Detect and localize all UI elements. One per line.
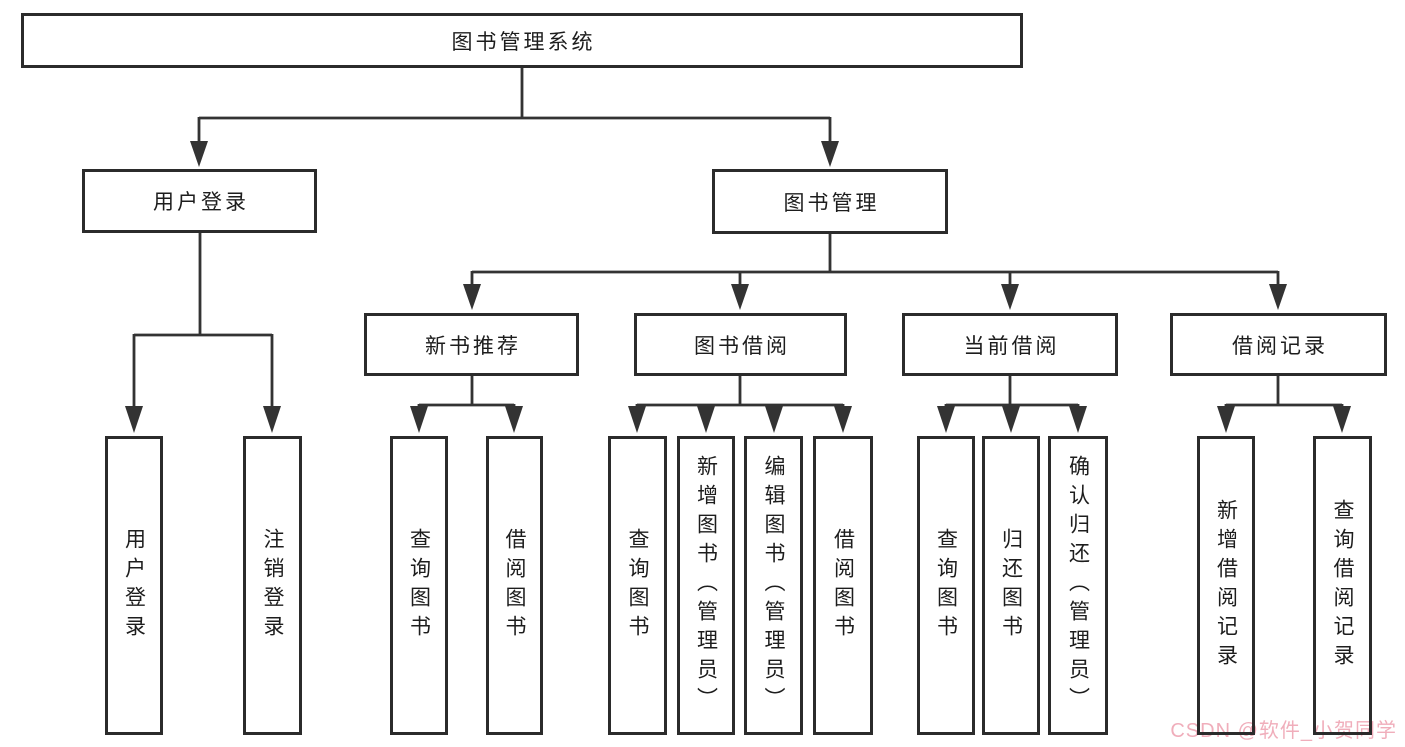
node-book-borrowing: 图书借阅 bbox=[634, 313, 847, 376]
leaf-add-borrow-record: 新增借阅记录 bbox=[1197, 436, 1255, 735]
node-label: 借阅记录 bbox=[1232, 334, 1328, 358]
node-borrowing-records: 借阅记录 bbox=[1170, 313, 1387, 376]
csdn-watermark: CSDN @软件_小贺同学 bbox=[1170, 720, 1397, 742]
node-new-book-recommendation: 新书推荐 bbox=[364, 313, 579, 376]
leaf-return-books: 归还图书 bbox=[982, 436, 1040, 735]
leaf-borrow-books: 借阅图书 bbox=[813, 436, 873, 735]
leaf-confirm-return-admin: 确认归还（管理员） bbox=[1048, 436, 1108, 735]
leaf-edit-books-admin: 编辑图书（管理员） bbox=[744, 436, 803, 735]
node-label: 借阅图书 bbox=[831, 527, 855, 644]
node-label: 确认归还（管理员） bbox=[1066, 455, 1090, 716]
leaf-user-login: 用户登录 bbox=[105, 436, 163, 735]
node-label: 编辑图书（管理员） bbox=[762, 455, 785, 716]
node-label: 用户登录 bbox=[153, 191, 249, 214]
node-label: 新增图书（管理员） bbox=[694, 455, 718, 716]
node-label: 查询图书 bbox=[934, 527, 958, 644]
node-library-management-system: 图书管理系统 bbox=[21, 13, 1023, 68]
node-label: 查询图书 bbox=[407, 527, 431, 644]
node-label: 图书借阅 bbox=[694, 334, 790, 358]
leaf-add-books-admin: 新增图书（管理员） bbox=[677, 436, 735, 735]
node-label: 查询借阅记录 bbox=[1331, 498, 1354, 673]
node-label: 借阅图书 bbox=[503, 527, 526, 644]
node-label: 图书管理 bbox=[783, 191, 880, 215]
leaf-borrow-books-recommend: 借阅图书 bbox=[486, 436, 543, 735]
node-label: 用户登录 bbox=[122, 527, 146, 644]
node-label: 注销登录 bbox=[261, 527, 284, 644]
leaf-logout: 注销登录 bbox=[243, 436, 302, 735]
leaf-query-books-recommend: 查询图书 bbox=[390, 436, 448, 735]
node-label: 图书管理系统 bbox=[451, 30, 596, 54]
node-label: 新增借阅记录 bbox=[1214, 498, 1238, 673]
node-book-management: 图书管理 bbox=[712, 169, 948, 234]
node-user-login: 用户登录 bbox=[82, 169, 317, 233]
node-label: 新书推荐 bbox=[425, 334, 521, 358]
leaf-query-books-current: 查询图书 bbox=[917, 436, 975, 735]
node-label: 归还图书 bbox=[999, 527, 1023, 644]
leaf-query-borrow-record: 查询借阅记录 bbox=[1313, 436, 1372, 735]
leaf-query-books-borrowing: 查询图书 bbox=[608, 436, 667, 735]
node-label: 当前借阅 bbox=[963, 334, 1060, 358]
node-label: 查询图书 bbox=[626, 527, 649, 644]
node-current-borrowing: 当前借阅 bbox=[902, 313, 1118, 376]
